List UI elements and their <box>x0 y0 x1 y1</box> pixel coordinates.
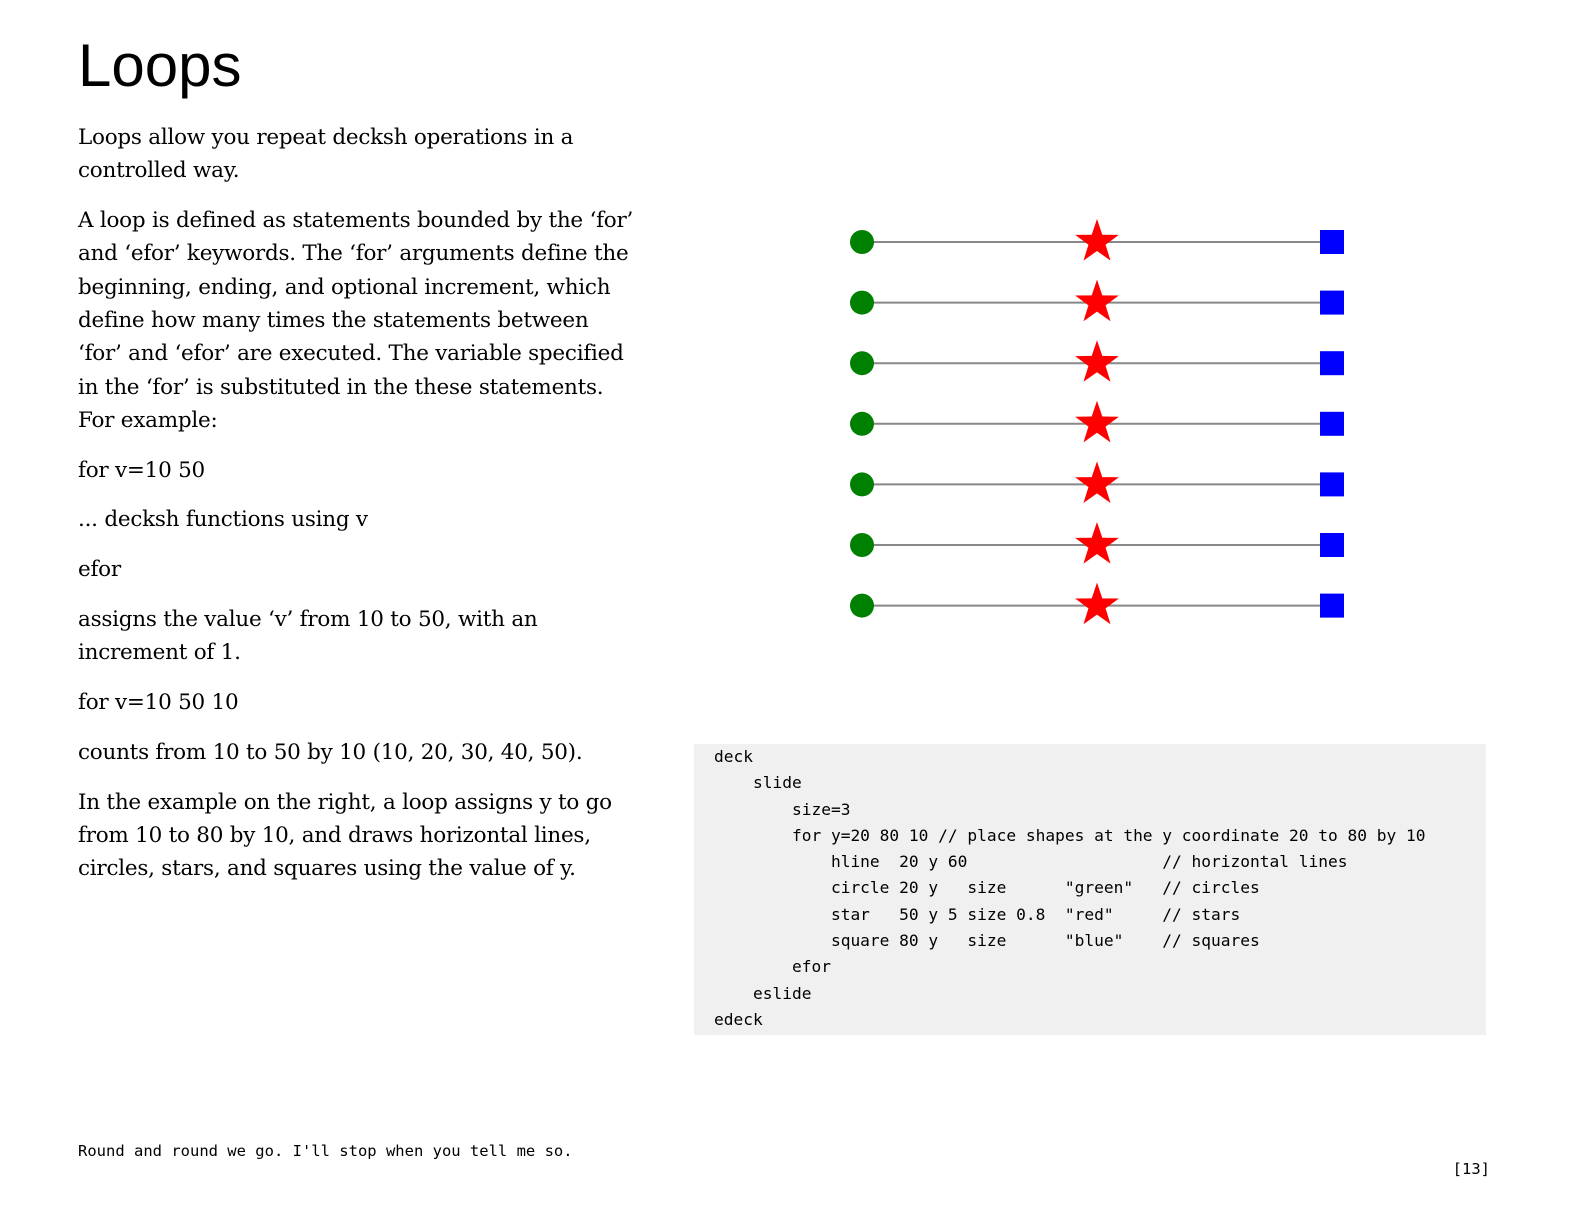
blue-square <box>1320 411 1344 436</box>
page-title: Loops <box>78 32 242 99</box>
example-step-line: for v=10 50 10 <box>78 690 239 716</box>
shape-row <box>850 340 1344 382</box>
blue-square <box>1320 230 1344 254</box>
blue-square <box>1320 351 1344 376</box>
step-explanation: counts from 10 to 50 by 10 (10, 20, 30, … <box>78 739 583 765</box>
body-text: Loops allow you repeat decksh operations… <box>78 121 638 902</box>
code-listing: deck slide size=3 for y=20 80 10 // plac… <box>714 747 1426 1029</box>
code-block: deck slide size=3 for y=20 80 10 // plac… <box>694 744 1486 1035</box>
blue-square <box>1320 593 1344 618</box>
green-circle <box>850 533 874 557</box>
green-circle <box>850 472 874 497</box>
red-star <box>1075 522 1119 564</box>
red-star <box>1075 582 1119 625</box>
blue-square <box>1320 290 1344 315</box>
red-star <box>1075 219 1119 261</box>
shape-row <box>850 219 1344 261</box>
increment-explanation: assigns the value ‘v’ from 10 to 50, wit… <box>78 607 538 666</box>
shape-row <box>850 400 1344 443</box>
green-circle <box>850 290 874 315</box>
blue-square <box>1320 472 1344 497</box>
intro-paragraph: Loops allow you repeat decksh operations… <box>78 125 574 184</box>
green-circle <box>850 593 874 618</box>
green-circle <box>850 411 874 436</box>
green-circle <box>850 230 874 254</box>
shape-row <box>850 582 1344 625</box>
red-star <box>1075 279 1119 322</box>
definition-paragraph: A loop is defined as statements bounded … <box>78 208 634 433</box>
red-star <box>1075 400 1119 443</box>
page-number: [13] <box>1452 1160 1490 1178</box>
loop-shapes-figure <box>850 219 1344 625</box>
shape-row <box>850 522 1344 564</box>
red-star <box>1075 461 1119 504</box>
example-efor-line: efor <box>78 557 121 583</box>
shape-row <box>850 279 1344 322</box>
example-for-line: for v=10 50 <box>78 457 205 483</box>
right-example-explanation: In the example on the right, a loop assi… <box>78 789 612 882</box>
shape-row <box>850 461 1344 504</box>
green-circle <box>850 351 874 376</box>
example-body-line: ... decksh functions using v <box>78 507 368 533</box>
red-star <box>1075 340 1119 382</box>
blue-square <box>1320 533 1344 557</box>
footer-caption: Round and round we go. I'll stop when yo… <box>78 1142 573 1160</box>
